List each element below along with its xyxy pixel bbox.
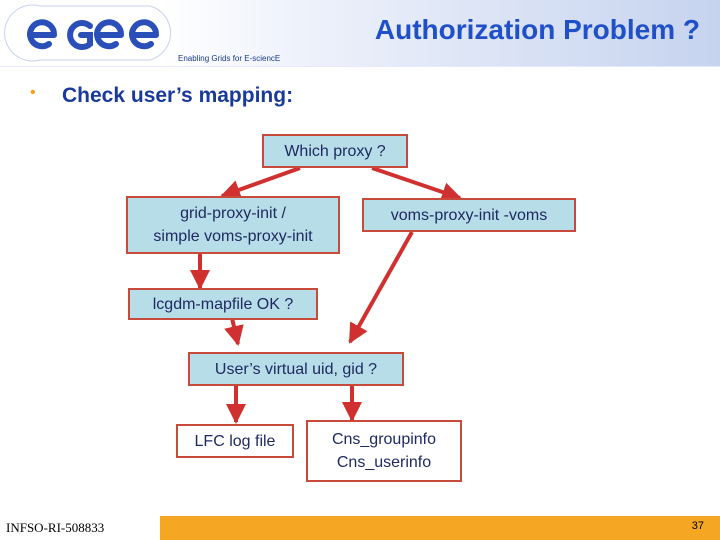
slide-title: Authorization Problem ? xyxy=(374,14,700,45)
arrow-voms-to-uid xyxy=(348,231,414,344)
node-grid-proxy-line2: simple voms-proxy-init xyxy=(153,228,313,245)
node-virtual-uid-label: User’s virtual uid, gid ? xyxy=(214,360,378,378)
flow-arrows xyxy=(190,166,462,424)
node-which-proxy: Which proxy ? xyxy=(262,134,408,168)
bullet-text: Check user’s mapping: xyxy=(62,84,294,107)
arrow-proxy-to-voms xyxy=(371,166,462,202)
node-grid-proxy-line1: grid-proxy-init / xyxy=(180,205,286,222)
header-divider xyxy=(0,66,720,67)
node-cns-line2: Cns_userinfo xyxy=(336,454,432,471)
header-tagline: Enabling Grids for E-sciencE xyxy=(178,54,281,63)
node-mapfile: lcgdm-mapfile OK ? xyxy=(128,288,318,320)
header-gradient-band xyxy=(160,0,720,66)
node-lfc-log-label: LFC log file xyxy=(194,432,276,450)
node-which-proxy-label: Which proxy ? xyxy=(284,142,386,160)
slide-header: Authorization Problem ? Enabling Grids f… xyxy=(0,0,720,66)
egee-logo xyxy=(4,4,172,62)
slide-footer: INFSO-RI-508833 37 xyxy=(0,516,720,540)
node-mapfile-label: lcgdm-mapfile OK ? xyxy=(152,295,294,313)
arrow-proxy-to-grid xyxy=(220,166,301,200)
project-id: INFSO-RI-508833 xyxy=(0,516,160,540)
node-voms-proxy-label: voms-proxy-init -voms xyxy=(390,206,548,224)
node-voms-proxy-init: voms-proxy-init -voms xyxy=(362,198,576,232)
node-grid-proxy-init: grid-proxy-init / simple voms-proxy-init xyxy=(126,196,340,254)
node-virtual-uid: User’s virtual uid, gid ? xyxy=(188,352,404,386)
page-number: 37 xyxy=(691,520,704,532)
node-lfc-log-file: LFC log file xyxy=(176,424,294,458)
node-cns-line1: Cns_groupinfo xyxy=(331,431,437,448)
arrow-mapfile-to-uid xyxy=(224,317,244,346)
node-cns-info: Cns_groupinfo Cns_userinfo xyxy=(306,420,462,482)
bullet-icon: • xyxy=(30,84,36,101)
